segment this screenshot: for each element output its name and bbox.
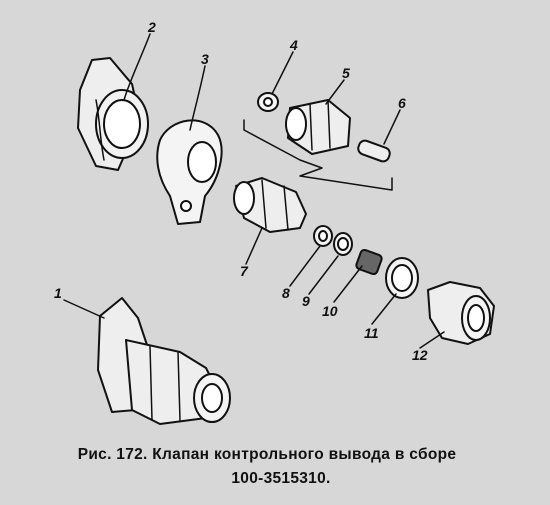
part-4-washer <box>257 92 279 112</box>
figure-caption: Рис. 172. Клапан контрольного вывода в с… <box>77 446 457 463</box>
callout-11: 11 <box>364 325 379 341</box>
part-10-spring <box>355 248 383 276</box>
callout-4: 4 <box>289 37 298 53</box>
part-3-gasket <box>156 119 223 225</box>
part-8-washer <box>313 225 333 247</box>
callout-12: 12 <box>412 347 428 363</box>
part-6-plug <box>357 139 391 163</box>
figure-caption-part-number: 100-3515310. <box>231 470 331 487</box>
callout-2: 2 <box>147 19 156 35</box>
part-7-fitting <box>233 177 307 233</box>
callout-8: 8 <box>282 285 290 301</box>
leader-lines <box>63 33 445 349</box>
callout-7: 7 <box>240 263 249 279</box>
part-5-nut <box>285 99 351 155</box>
exploded-valve-drawing: 2 3 4 5 6 7 8 9 10 11 12 1 <box>54 19 495 425</box>
callout-9: 9 <box>302 293 310 309</box>
part-11-gasket-ring <box>385 257 419 299</box>
group-bracket <box>243 119 393 191</box>
callout-6: 6 <box>398 95 406 111</box>
part-12-union <box>427 281 495 345</box>
callout-3: 3 <box>201 51 209 67</box>
part-9-ring <box>333 232 353 256</box>
callout-5: 5 <box>342 65 350 81</box>
callout-1: 1 <box>54 285 62 301</box>
part-1-assembled-valve <box>97 297 231 425</box>
part-2-valve-body <box>77 57 149 171</box>
callout-10: 10 <box>322 303 338 319</box>
